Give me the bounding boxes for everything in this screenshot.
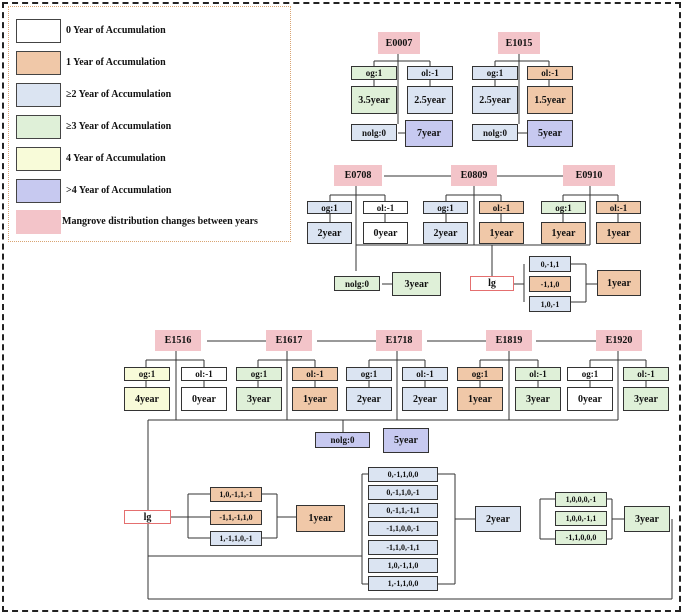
legend-swatch-3 — [16, 115, 61, 139]
combo-2year-3: 0,-1,1,-1,1 — [368, 503, 438, 518]
combo-2year-5: -1,1,0,-1,1 — [368, 540, 438, 555]
legend-swatch-2 — [16, 83, 61, 107]
combo-2year-4: -1,1,0,0,-1 — [368, 521, 438, 536]
e1920-og: og:1 — [567, 367, 613, 381]
event-e0910: E0910 — [563, 165, 615, 186]
legend-label-0: 0 Year of Accumulation — [66, 25, 166, 36]
e0708-ol: ol:-1 — [363, 201, 408, 214]
e0708-og-result: 2year — [307, 222, 352, 244]
e1819-og-result: 1year — [457, 387, 503, 411]
event-e0007: E0007 — [378, 32, 420, 54]
legend-label-4: 4 Year of Accumulation — [66, 153, 166, 164]
e1920-ol: ol:-1 — [623, 367, 669, 381]
legend-label-3: ≥3 Year of Accumulation — [66, 121, 172, 132]
middle-nolg: nolg:0 — [334, 276, 380, 291]
event-e1920: E1920 — [596, 330, 642, 351]
middle-combo-3: 1,0,-1 — [529, 296, 571, 312]
legend-swatch-6 — [16, 210, 61, 234]
bottom-nolg: nolg:0 — [315, 432, 370, 448]
middle-lg: lg — [470, 276, 514, 291]
e1920-ol-result: 3year — [623, 387, 669, 411]
e0809-ol-result: 1year — [479, 222, 524, 244]
e0708-og: og:1 — [307, 201, 352, 214]
middle-combo-result: 1year — [597, 270, 641, 296]
combo-2year-6: 1,0,-1,1,0 — [368, 558, 438, 573]
e1015-og: og:1 — [472, 66, 518, 80]
combo-2year-2: 0,-1,1,0,-1 — [368, 485, 438, 500]
combo-1year-result: 1year — [296, 505, 345, 532]
e1015-nolg-result: 5year — [527, 120, 573, 147]
e0809-og-result: 2year — [423, 222, 468, 244]
legend-swatch-4 — [16, 147, 61, 171]
e1718-og: og:1 — [346, 367, 392, 381]
legend-label-1: 1 Year of Accumulation — [66, 57, 166, 68]
event-e0809: E0809 — [451, 165, 497, 186]
legend-label-5: >4 Year of Accumulation — [66, 185, 172, 196]
e1718-og-result: 2year — [346, 387, 392, 411]
e1718-ol-result: 2year — [402, 387, 448, 411]
e1617-ol: ol:-1 — [292, 367, 338, 381]
combo-3year-result: 3year — [624, 506, 670, 532]
legend — [8, 6, 291, 242]
event-e1516: E1516 — [155, 330, 201, 351]
e1516-ol: ol:-1 — [181, 367, 227, 381]
middle-combo-1: 0,-1,1 — [529, 256, 571, 272]
e0910-ol: ol:-1 — [596, 201, 641, 214]
e1617-og: og:1 — [236, 367, 282, 381]
event-e1819: E1819 — [486, 330, 532, 351]
middle-nolg-result: 3year — [392, 272, 441, 296]
e1819-og: og:1 — [457, 367, 503, 381]
e1015-ol-result: 1.5year — [527, 86, 573, 114]
legend-swatch-5 — [16, 179, 61, 203]
e1920-og-result: 0year — [567, 387, 613, 411]
e1617-ol-result: 1year — [292, 387, 338, 411]
combo-3year-1: 1,0,0,0,-1 — [555, 492, 607, 507]
e1516-ol-result: 0year — [181, 387, 227, 411]
e0910-og: og:1 — [541, 201, 586, 214]
e1617-og-result: 3year — [236, 387, 282, 411]
e1015-og-result: 2.5year — [472, 86, 518, 114]
e0809-og: og:1 — [423, 201, 468, 214]
e0007-nolg-result: 7year — [405, 120, 453, 147]
legend-swatch-1 — [16, 51, 61, 75]
e1819-ol: ol:-1 — [515, 367, 561, 381]
e0910-og-result: 1year — [541, 222, 586, 244]
e0809-ol: ol:-1 — [479, 201, 524, 214]
combo-3year-3: -1,1,0,0,0 — [555, 530, 607, 545]
event-e1617: E1617 — [266, 330, 312, 351]
e1718-ol: ol:-1 — [402, 367, 448, 381]
combo-2year-7: 1,-1,1,0,0 — [368, 576, 438, 591]
middle-combo-2: -1,1,0 — [529, 276, 571, 292]
e0910-ol-result: 1year — [596, 222, 641, 244]
combo-1year-1: 1,0,-1,1,-1 — [210, 487, 262, 502]
event-e1718: E1718 — [376, 330, 422, 351]
legend-label-2: ≥2 Year of Accumulation — [66, 89, 172, 100]
bottom-lg: lg — [124, 510, 171, 524]
e0007-og-result: 3.5year — [351, 86, 397, 114]
combo-2year-1: 0,-1,1,0,0 — [368, 467, 438, 482]
e1516-og: og:1 — [124, 367, 170, 381]
combo-2year-result: 2year — [475, 506, 521, 532]
e0007-og: og:1 — [351, 66, 397, 80]
combo-1year-2: -1,1,-1,1,0 — [210, 510, 262, 525]
bottom-nolg-result: 5year — [383, 428, 429, 453]
legend-label-6: Mangrove distribution changes between ye… — [62, 216, 258, 227]
e0007-ol: ol:-1 — [407, 66, 453, 80]
e0007-ol-result: 2.5year — [407, 86, 453, 114]
event-e0708: E0708 — [334, 165, 382, 186]
e1015-ol: ol:-1 — [527, 66, 573, 80]
e0708-ol-result: 0year — [363, 222, 408, 244]
event-e1015: E1015 — [498, 32, 540, 54]
e1819-ol-result: 3year — [515, 387, 561, 411]
combo-1year-3: 1,-1,1,0,-1 — [210, 531, 262, 546]
legend-swatch-0 — [16, 19, 61, 43]
combo-3year-2: 1,0,0,-1,1 — [555, 511, 607, 526]
e1015-nolg: nolg:0 — [472, 124, 518, 141]
e0007-nolg: nolg:0 — [351, 124, 397, 141]
e1516-og-result: 4year — [124, 387, 170, 411]
